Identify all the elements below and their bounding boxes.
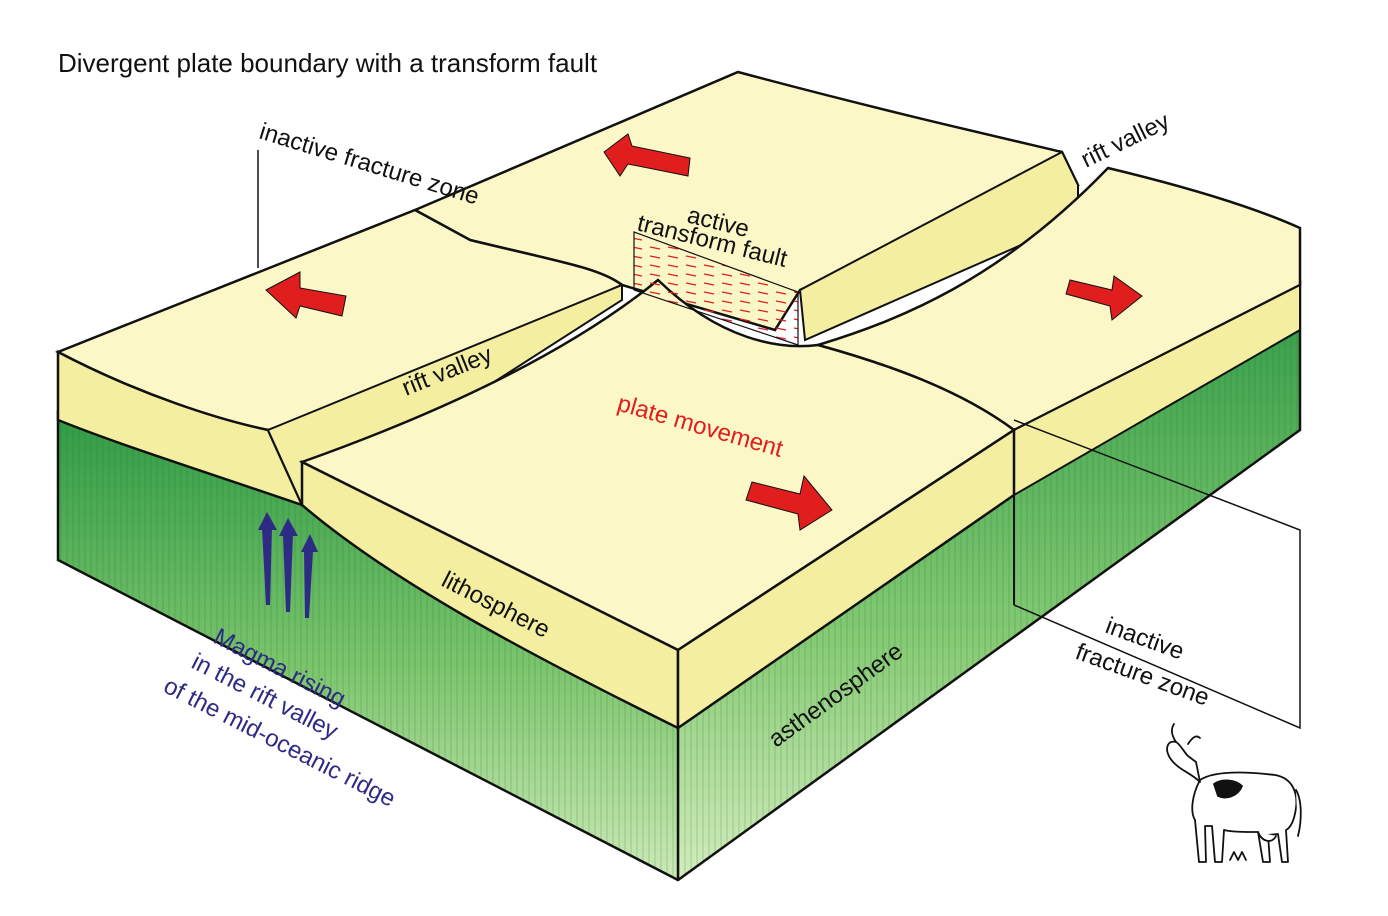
front-center-plate <box>298 278 1017 731</box>
magma-arrows <box>258 512 318 618</box>
label-rift-valley-top: rift valley <box>1077 108 1174 174</box>
label-inactive-fracture-zone-top: inactive fracture zone <box>256 118 482 211</box>
plate-arrow-right <box>1065 275 1143 321</box>
plate-arrow-back <box>603 133 691 177</box>
diagram-title: Divergent plate boundary with a transfor… <box>58 48 598 78</box>
plate-arrow-left <box>265 271 347 319</box>
transform-fault-zone <box>633 231 799 346</box>
fracture-zone-line-bottom <box>1013 419 1301 730</box>
asthenosphere-block <box>56 280 1302 882</box>
plate-arrow-front <box>745 474 833 531</box>
cow-icon <box>1166 723 1302 863</box>
